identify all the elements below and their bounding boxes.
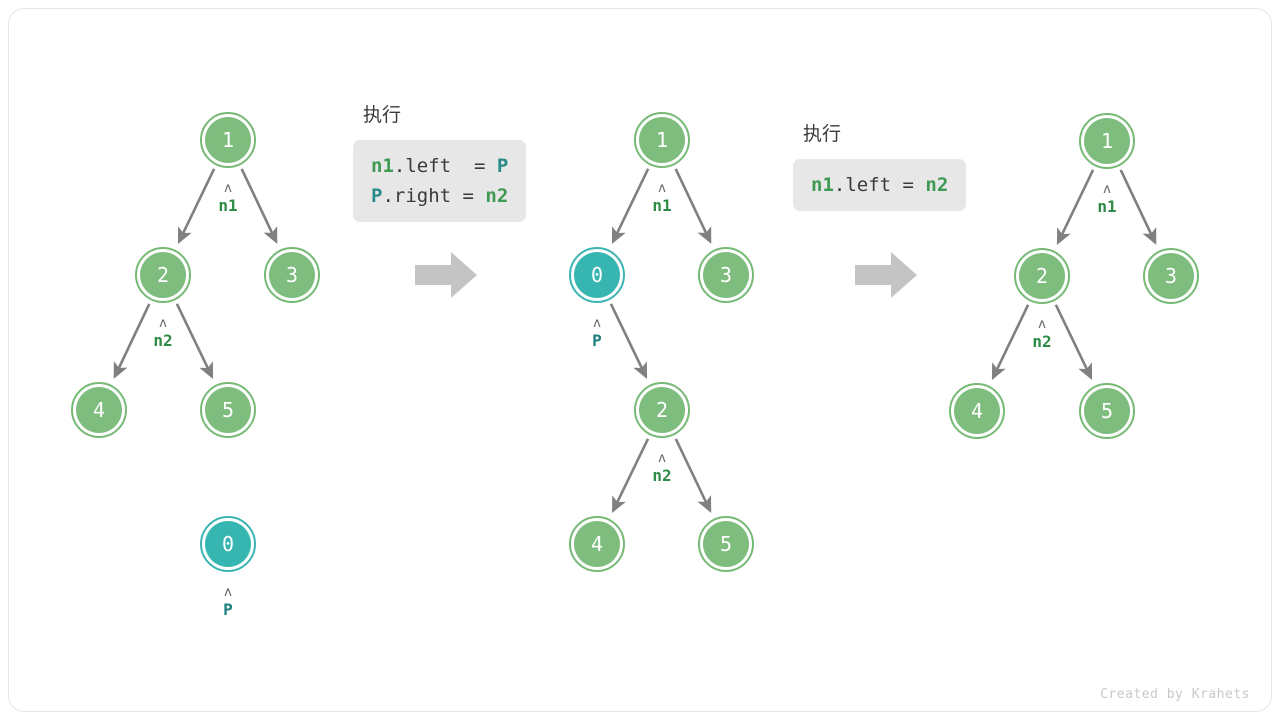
tree-node-4[interactable]: 4 xyxy=(71,382,127,438)
tree-node-2[interactable]: 2 xyxy=(634,382,690,438)
tree-node-value: 2 xyxy=(1019,253,1065,299)
tree-edge xyxy=(1054,304,1093,381)
tree-edge xyxy=(609,303,648,380)
tree-node-1[interactable]: 1 xyxy=(634,112,690,168)
tree-edge xyxy=(240,168,278,244)
footer-credit: Created by Krahets xyxy=(1100,687,1250,702)
code-token: n2 xyxy=(485,185,509,207)
pointer-name: n2 xyxy=(153,331,173,350)
caret-icon: ʌ xyxy=(1103,182,1111,197)
tree-edge xyxy=(674,438,712,513)
pointer-name: n1 xyxy=(1097,197,1117,216)
pointer-name: n2 xyxy=(1032,332,1052,351)
tree-edge xyxy=(991,304,1030,381)
tree-node-value: 5 xyxy=(205,387,251,433)
tree-node-value: 4 xyxy=(76,387,122,433)
tree-node-0[interactable]: 0 xyxy=(569,247,625,303)
tree-node-value: 0 xyxy=(205,521,251,567)
tree-edge xyxy=(177,168,216,245)
tree-edge xyxy=(1056,169,1095,246)
code-token: P xyxy=(496,155,509,177)
tree-node-value: 3 xyxy=(703,252,749,298)
caret-icon: ʌ xyxy=(658,451,666,466)
code-line: n1.left = P xyxy=(371,151,508,181)
tree-node-value: 0 xyxy=(574,252,620,298)
caret-icon: ʌ xyxy=(224,181,232,196)
code-token: n1 xyxy=(811,174,834,196)
code-line: P.right = n2 xyxy=(371,181,508,211)
tree-node-value: 1 xyxy=(639,117,685,163)
step-caption: 执行 xyxy=(363,104,402,126)
tree-node-1[interactable]: 1 xyxy=(200,112,256,168)
tree-node-3[interactable]: 3 xyxy=(264,247,320,303)
pointer-name: P xyxy=(592,331,602,350)
tree-node-value: 5 xyxy=(1084,388,1130,434)
code-token: .left = xyxy=(833,174,926,196)
tree-node-2[interactable]: 2 xyxy=(135,247,191,303)
caret-icon: ʌ xyxy=(159,316,167,331)
code-token: n1 xyxy=(371,155,394,177)
tree-node-0[interactable]: 0 xyxy=(200,516,256,572)
tree-node-4[interactable]: 4 xyxy=(949,383,1005,439)
tree-node-value: 3 xyxy=(269,252,315,298)
caret-icon: ʌ xyxy=(593,316,601,331)
tree-edge xyxy=(674,168,712,244)
tree-edge xyxy=(175,303,214,380)
pointer-name: n1 xyxy=(218,196,238,215)
code-token: n2 xyxy=(925,174,949,196)
pointer-name: n1 xyxy=(652,196,672,215)
tree-node-value: 1 xyxy=(1084,118,1130,164)
tree-node-5[interactable]: 5 xyxy=(200,382,256,438)
tree-node-value: 1 xyxy=(205,117,251,163)
tree-node-value: 4 xyxy=(574,521,620,567)
tree-node-2[interactable]: 2 xyxy=(1014,248,1070,304)
step-transition-arrow-icon xyxy=(855,252,917,298)
code-token: .right = xyxy=(382,185,486,207)
tree-node-3[interactable]: 3 xyxy=(1143,248,1199,304)
tree-node-value: 4 xyxy=(954,388,1000,434)
tree-node-value: 3 xyxy=(1148,253,1194,299)
pointer-name: P xyxy=(223,600,233,619)
tree-node-4[interactable]: 4 xyxy=(569,516,625,572)
tree-node-3[interactable]: 3 xyxy=(698,247,754,303)
code-snippet: n1.left = n2 xyxy=(793,159,967,211)
tree-edge xyxy=(611,168,650,245)
tree-node-5[interactable]: 5 xyxy=(698,516,754,572)
pointer-name: n2 xyxy=(652,466,672,485)
tree-edge xyxy=(113,303,151,379)
step-transition-arrow-icon xyxy=(415,252,477,298)
step-caption: 执行 xyxy=(803,123,842,145)
tree-node-value: 2 xyxy=(140,252,186,298)
tree-node-5[interactable]: 5 xyxy=(1079,383,1135,439)
tree-node-value: 5 xyxy=(703,521,749,567)
code-token: P xyxy=(371,185,383,207)
code-line: n1.left = n2 xyxy=(811,170,948,200)
code-token: .left = xyxy=(393,155,497,177)
tree-edge xyxy=(611,438,650,514)
tree-node-value: 2 xyxy=(639,387,685,433)
caret-icon: ʌ xyxy=(658,181,666,196)
tree-node-1[interactable]: 1 xyxy=(1079,113,1135,169)
caret-icon: ʌ xyxy=(1038,317,1046,332)
caret-icon: ʌ xyxy=(224,585,232,600)
tree-edge xyxy=(1119,169,1157,245)
